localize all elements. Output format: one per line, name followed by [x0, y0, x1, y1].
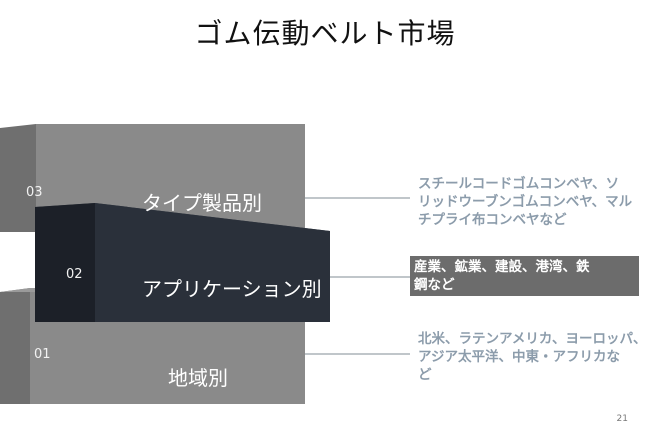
layer-description-01: 北米、ラテンアメリカ、ヨーロッパ、 アジア太平洋、中東・アフリカな ど — [418, 330, 647, 384]
description-line: アジア太平洋、中東・アフリカな — [418, 349, 620, 365]
description-line: スチールコードゴムコンベヤ、ソ — [418, 176, 620, 192]
layer-description-03: スチールコードゴムコンベヤ、ソ リッドウーブンゴムコンベヤ、マル チプライ布コン… — [418, 175, 632, 229]
layer-number-01: 01 — [34, 347, 51, 362]
description-line: ど — [418, 367, 432, 383]
layer-description-02: 産業、鉱業、建設、港湾、鉄 鋼など — [410, 256, 639, 296]
layer-label-02: アプリケーション別 — [142, 277, 322, 301]
description-line: 鋼など — [414, 277, 455, 293]
layer-block-02 — [35, 203, 330, 322]
description-line: チプライ布コンベヤなど — [418, 212, 567, 228]
description-line: 産業、鉱業、建設、港湾、鉄 — [414, 259, 590, 275]
layer-number-02: 02 — [66, 267, 83, 282]
layer-label-03: タイプ製品別 — [142, 191, 262, 215]
layer-number-03: 03 — [26, 185, 43, 200]
layer-label-01: 地域別 — [168, 366, 228, 390]
description-line: 北米、ラテンアメリカ、ヨーロッパ、 — [418, 331, 647, 347]
page-title: ゴム伝動ベルト市場 — [194, 17, 456, 50]
description-line: リッドウーブンゴムコンベヤ、マル — [418, 194, 633, 210]
page-number: 21 — [616, 414, 628, 424]
